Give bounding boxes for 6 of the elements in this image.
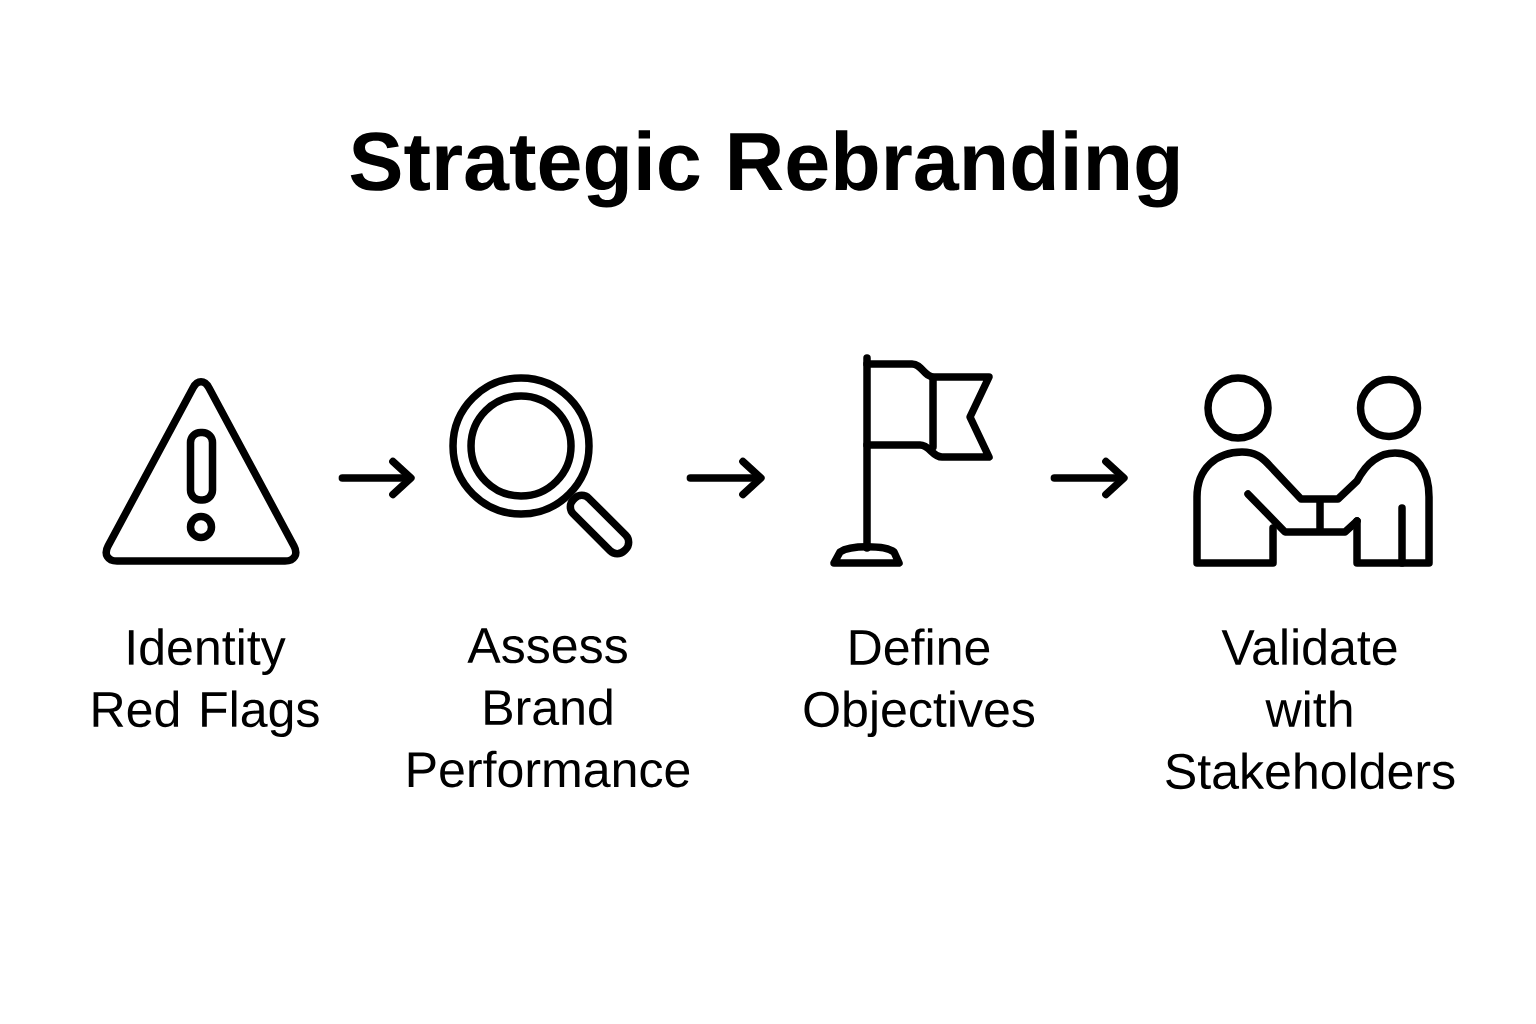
- title: Strategic Rebranding: [350, 130, 1178, 208]
- arrow: [686, 457, 765, 499]
- step-label: Assess Brand Performance: [408, 628, 690, 788]
- step-label: Identity Red Flags: [93, 628, 319, 738]
- step-label: Define Objectives: [804, 628, 1035, 738]
- step-label: Validate with Stakeholders: [1166, 628, 1455, 790]
